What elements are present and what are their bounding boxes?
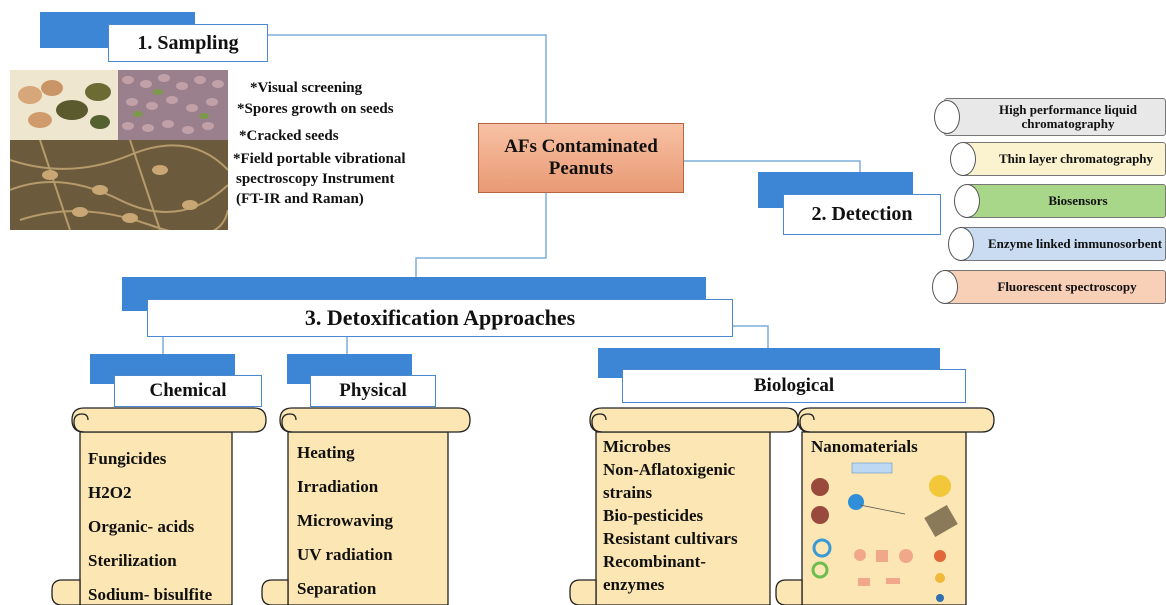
microbes-item: strains: [603, 483, 653, 502]
peanut-photo-field: [10, 140, 228, 230]
nanomaterials-illustration: [811, 462, 958, 602]
chemical-item: Sterilization: [88, 551, 177, 570]
pill-cap-icon: [932, 270, 958, 304]
peanut-photo-seeds: [118, 70, 228, 140]
microbes-item: Bio-pesticides: [603, 506, 704, 525]
detection-method-elisa: Enzyme linked immunosorbent: [958, 227, 1166, 261]
microbes-item: Recombinant-: [603, 552, 706, 571]
detection-heading: 2. Detection: [783, 194, 941, 235]
chemical-item: Sodium- bisulfite: [88, 585, 213, 604]
chemical-item: H2O2: [88, 483, 132, 502]
sampling-bullet: *Visual screening: [250, 80, 363, 96]
center-title-box: AFs Contaminated Peanuts: [478, 123, 684, 193]
sampling-bullet: spectroscopy Instrument: [236, 171, 395, 187]
pill-cap-icon: [950, 142, 976, 176]
chemical-item: Organic- acids: [88, 517, 195, 536]
center-title-line2: Peanuts: [548, 158, 614, 179]
sampling-bullet: (FT-IR and Raman): [236, 191, 364, 207]
detection-method-label: Fluorescent spectroscopy: [997, 279, 1137, 294]
physical-item: Heating: [297, 443, 355, 462]
physical-item: UV radiation: [297, 545, 393, 564]
peanut-photo-kernels: [10, 70, 118, 140]
chemical-item: Fungicides: [88, 449, 167, 468]
detox-heading: 3. Detoxification Approaches: [147, 299, 733, 337]
detection-method-label: High performance liquid: [999, 102, 1137, 117]
physical-item: Irradiation: [297, 477, 379, 496]
detection-method-fluorescent: Fluorescent spectroscopy: [942, 270, 1166, 304]
detection-method-label: chromatography: [1021, 116, 1115, 131]
sampling-bullet: *Field portable vibrational: [233, 151, 406, 167]
pill-cap-icon: [954, 184, 980, 218]
physical-item: Microwaving: [297, 511, 394, 530]
detection-method-label: Enzyme linked immunosorbent: [987, 236, 1163, 251]
detection-method-biosensors: Biosensors: [964, 184, 1166, 218]
detection-method-tlc: Thin layer chromatography: [960, 142, 1166, 176]
sampling-heading: 1. Sampling: [108, 24, 268, 62]
physical-heading: Physical: [310, 375, 436, 407]
detection-method-label: Thin layer chromatography: [998, 151, 1154, 166]
pill-cap-icon: [948, 227, 974, 261]
microbes-item: Resistant cultivars: [603, 529, 738, 548]
biological-heading: Biological: [622, 369, 966, 403]
nanomaterials-heading: Nanomaterials: [811, 437, 918, 456]
sampling-bullet: *Spores growth on seeds: [237, 101, 394, 117]
detection-method-label: Biosensors: [1048, 193, 1108, 208]
chemical-heading: Chemical: [114, 375, 262, 407]
pill-cap-icon: [934, 100, 960, 134]
physical-item: Separation: [297, 579, 377, 598]
sampling-bullet: *Cracked seeds: [239, 128, 339, 144]
microbes-item: Microbes: [603, 437, 671, 456]
center-title-line1: AFs Contaminated: [504, 136, 658, 157]
microbes-item: enzymes: [603, 575, 665, 594]
microbes-item: Non-Aflatoxigenic: [603, 460, 736, 479]
detection-method-hplc: High performance liquid chromatography: [944, 98, 1166, 136]
